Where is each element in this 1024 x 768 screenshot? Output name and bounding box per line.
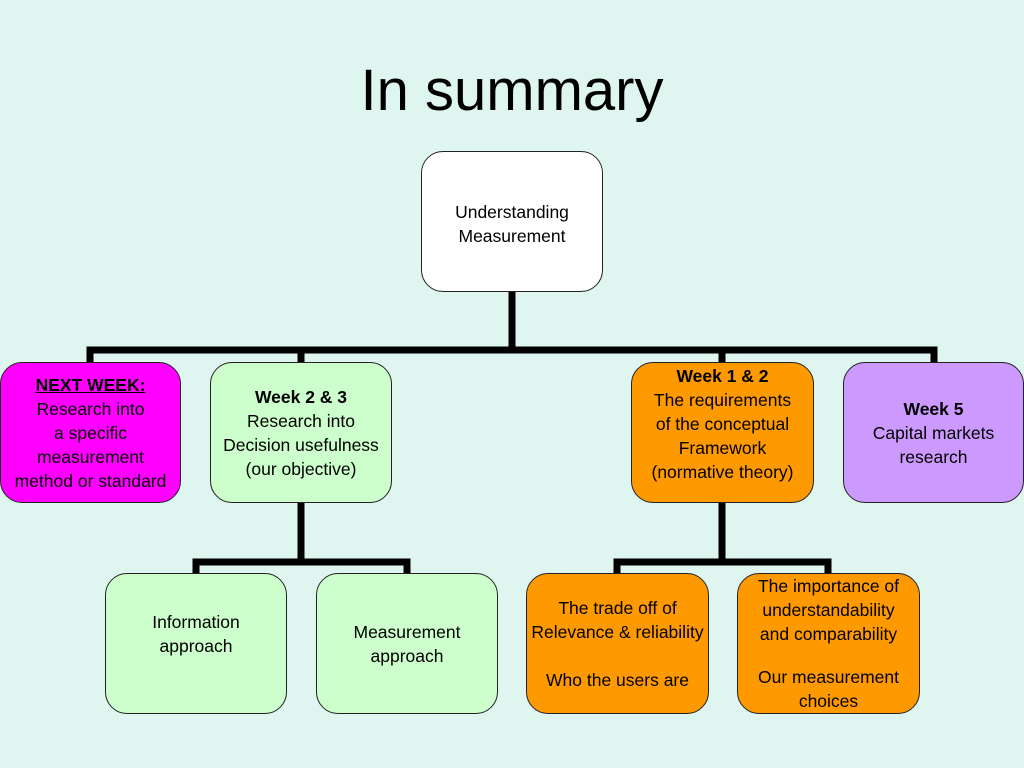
box-understanding-measurement: Understanding Measurement	[421, 151, 603, 292]
tradeoff-line: The trade off of	[558, 597, 677, 618]
week12-line: (normative theory)	[651, 462, 794, 482]
next-week-heading: NEXT WEEK:	[35, 374, 146, 395]
box-measurement-approach: Measurement approach	[316, 573, 498, 714]
importance-line: choices	[798, 691, 859, 711]
importance-line: understandability	[762, 600, 895, 620]
week23-line: Research into	[247, 410, 355, 431]
week12-line: The requirements	[653, 390, 792, 410]
importance-line: Our measurement	[757, 667, 900, 687]
meas-approach-line: approach	[370, 645, 444, 666]
root-line: Measurement	[458, 226, 566, 246]
page-title: In summary	[360, 58, 664, 123]
week5-heading: Week 5	[903, 398, 964, 419]
info-approach-line: Information	[152, 612, 240, 632]
box-week-5: Week 5 Capital markets research	[843, 362, 1024, 503]
info-approach-line: approach	[159, 636, 233, 656]
week12-heading: Week 1 & 2	[676, 366, 769, 386]
box-information-approach: Information approach	[105, 573, 287, 714]
box-next-week: NEXT WEEK: Research into a specific meas…	[0, 362, 181, 503]
tradeoff-line: Relevance & reliability	[531, 621, 704, 642]
week23-line: Decision usefulness	[223, 434, 379, 455]
week5-line: Capital markets	[872, 422, 995, 443]
next-week-line: measurement	[37, 446, 144, 467]
next-week-line: a specific	[54, 422, 127, 443]
box-week-1-2: Week 1 & 2 The requirements of the conce…	[631, 362, 814, 503]
box-trade-off: The trade off of Relevance & reliability…	[526, 573, 709, 714]
importance-line: and comparability	[759, 624, 898, 644]
meas-approach-line: Measurement	[353, 621, 461, 642]
next-week-line: method or standard	[14, 470, 167, 491]
week12-line: of the conceptual	[655, 414, 790, 434]
week23-heading: Week 2 & 3	[254, 386, 348, 407]
importance-line: The importance of	[757, 576, 900, 596]
box-importance: The importance of understandability and …	[737, 573, 920, 714]
box-week-2-3: Week 2 & 3 Research into Decision useful…	[210, 362, 392, 503]
week5-line: research	[899, 446, 968, 467]
week12-line: Framework	[678, 438, 767, 458]
next-week-line: Research into	[36, 398, 145, 419]
week23-line: (our objective)	[245, 458, 357, 479]
tradeoff-line: Who the users are	[546, 669, 689, 690]
root-line: Understanding	[455, 202, 569, 222]
